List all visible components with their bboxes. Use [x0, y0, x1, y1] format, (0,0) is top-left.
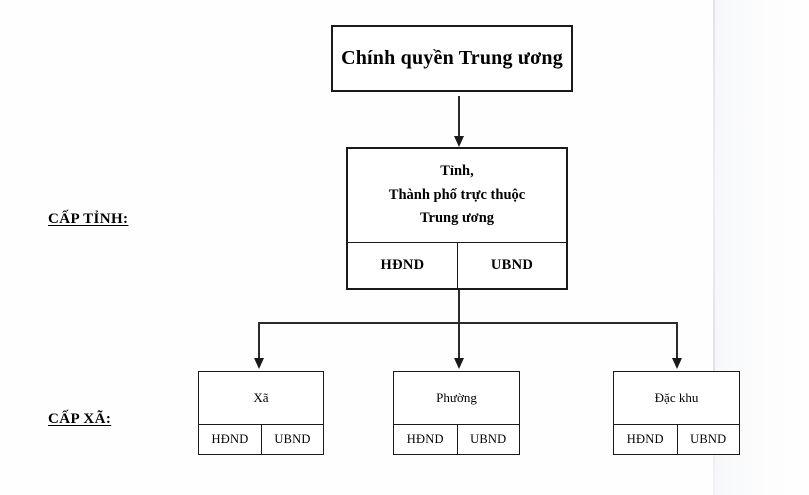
connector-drop-dackhu [676, 322, 678, 364]
node-province-label-line2: Thành phố trực thuộc [388, 186, 526, 203]
connector-commune-bus [259, 322, 678, 324]
level-label-province: CẤP TỈNH: [48, 211, 129, 227]
node-phuong-organs: HĐND UBND [394, 424, 519, 454]
node-xa: Xã HĐND UBND [198, 371, 324, 455]
node-province-label-line1: Tỉnh, [440, 163, 474, 180]
node-province-label: Tỉnh, Thành phố trực thuộc Trung ương [348, 149, 566, 242]
node-central-government: Chính quyền Trung ương [331, 25, 573, 92]
arrowhead-to-phuong [453, 358, 464, 369]
node-province: Tỉnh, Thành phố trực thuộc Trung ương HĐ… [346, 147, 568, 290]
connector-central-to-province [458, 96, 460, 144]
node-phuong-organ-ubnd: UBND [456, 425, 520, 454]
node-xa-organ-hdnd: HĐND [211, 432, 249, 446]
node-province-organs: HĐND UBND [348, 242, 566, 288]
node-province-organ-hdnd: HĐND [380, 257, 425, 273]
node-dackhu-organ-ubnd: UBND [676, 425, 740, 454]
node-phuong-organ-hdnd: HĐND [406, 432, 444, 446]
node-xa-organs: HĐND UBND [199, 424, 323, 454]
node-central-government-label: Chính quyền Trung ương [341, 47, 563, 69]
node-dackhu-label: Đặc khu [654, 390, 699, 405]
node-dackhu: Đặc khu HĐND UBND [613, 371, 740, 455]
arrowhead-central-to-province [453, 136, 464, 147]
level-label-commune: CẤP XÃ: [48, 411, 112, 427]
node-province-organ-ubnd: UBND [457, 243, 566, 288]
node-phuong-label: Phường [436, 390, 477, 405]
connector-drop-xa [258, 322, 260, 364]
node-phuong: Phường HĐND UBND [393, 371, 520, 455]
arrowhead-to-dackhu [671, 358, 682, 369]
connector-province-trunk [458, 290, 460, 364]
scan-line-artifact [713, 0, 715, 495]
node-province-label-line3: Trung ương [419, 210, 495, 227]
node-dackhu-organs: HĐND UBND [614, 424, 739, 454]
node-xa-organ-ubnd: UBND [261, 425, 323, 454]
node-xa-label: Xã [253, 390, 269, 405]
node-dackhu-organ-hdnd: HĐND [626, 432, 664, 446]
arrowhead-to-xa [253, 358, 264, 369]
